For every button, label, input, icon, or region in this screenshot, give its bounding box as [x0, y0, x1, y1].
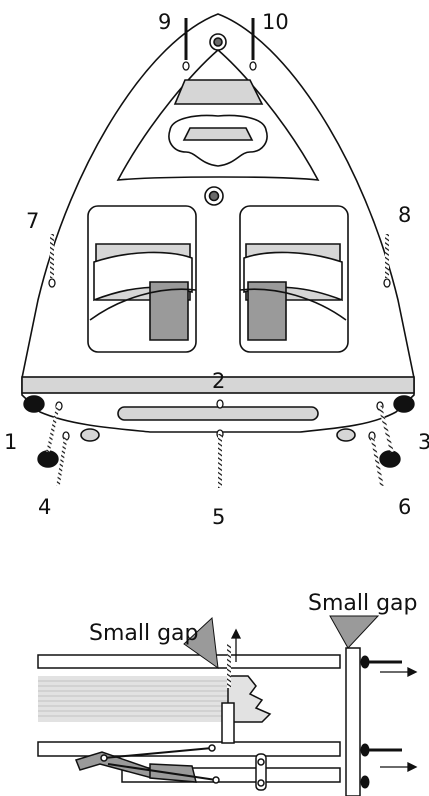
linkage-bar [103, 747, 213, 759]
screw-5 [216, 429, 224, 488]
screws [46, 18, 394, 488]
feet [23, 395, 415, 468]
foot-front-right [379, 450, 401, 468]
pivot-pins [100, 744, 265, 787]
striped-panel [38, 676, 228, 722]
screw-7 [48, 234, 56, 288]
gap-label-left: Small gap [89, 621, 199, 646]
top-rail [37, 654, 341, 669]
screw-9 [182, 18, 190, 71]
frame-bumper [360, 775, 370, 789]
panel-torn-edge [227, 675, 272, 723]
center-post [221, 702, 235, 744]
linkage-bar-2 [107, 763, 217, 781]
gap-label-right: Small gap [308, 591, 418, 616]
rear-hole-right [336, 428, 356, 442]
screw-4 [56, 431, 70, 487]
bow-seat-inner [182, 127, 254, 141]
screw-8 [383, 234, 391, 288]
screw-6 [368, 431, 384, 487]
transom-bar [21, 376, 415, 394]
label-5: 5 [212, 505, 225, 529]
label-2: 2 [212, 369, 225, 393]
foot-rear-left [23, 395, 45, 413]
arrows [230, 628, 418, 773]
label-8: 8 [398, 203, 411, 227]
panel-stripes [38, 680, 228, 717]
label-9: 9 [158, 10, 171, 34]
label-3: 3 [418, 430, 429, 454]
right-arrow-top-head [407, 666, 418, 678]
bow-grommet-core [213, 37, 223, 47]
screw-2 [216, 399, 224, 409]
label-10: 10 [262, 10, 289, 34]
screw-10 [249, 18, 257, 71]
foot-front-left [37, 450, 59, 468]
screw-1 [46, 401, 63, 453]
bow-cutout [116, 48, 320, 181]
boat-base [21, 13, 415, 442]
label-6: 6 [398, 495, 411, 519]
bow-inner-band [173, 79, 264, 105]
gap-wedge-right [329, 615, 380, 649]
frame-screws [360, 655, 402, 789]
center-grommet-core [208, 190, 220, 202]
foot-rear-right [393, 395, 415, 413]
detail-figure [37, 644, 361, 796]
label-1: 1 [4, 430, 17, 454]
right-frame [345, 647, 361, 796]
right-seat-well [239, 205, 349, 353]
middle-rail [37, 741, 341, 757]
frame-screw-head-top [360, 655, 370, 669]
label-7: 7 [26, 209, 39, 233]
rear-slot [117, 406, 319, 421]
up-arrow-head [230, 628, 242, 639]
rear-hole-left [80, 428, 100, 442]
frame-screw-head-bottom [360, 743, 370, 757]
gap-wedge-left [183, 616, 219, 670]
left-seat-well [87, 205, 197, 353]
right-arrow-bottom-head [407, 761, 418, 773]
screw-3 [376, 401, 394, 453]
screw-labels: 9 10 7 8 2 1 3 4 5 6 [4, 10, 429, 529]
label-4: 4 [38, 495, 51, 519]
